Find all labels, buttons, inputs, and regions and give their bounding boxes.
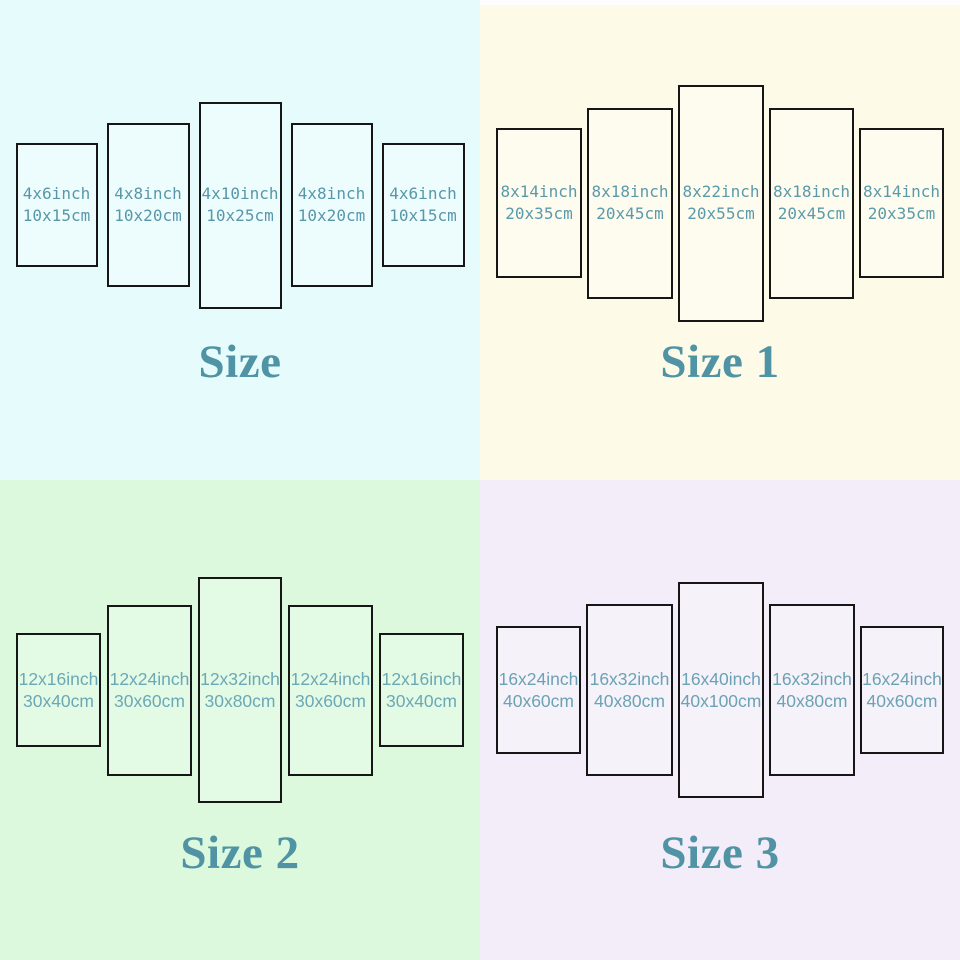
panel-size-cm: 40x60cm bbox=[866, 691, 938, 711]
panel-size-cm: 40x80cm bbox=[593, 691, 665, 711]
top-white-strip bbox=[480, 0, 960, 5]
canvas-panel: 16x32inch 40x80cm bbox=[769, 604, 855, 776]
canvas-panel: 4x6inch 10x15cm bbox=[15, 143, 98, 267]
canvas-panel: 8x18inch 20x45cm bbox=[587, 107, 673, 299]
canvas-panel: 8x14inch 20x35cm bbox=[496, 128, 582, 278]
panel-size-cm: 30x40cm bbox=[22, 691, 94, 711]
panel-size-inch: 4x8inch bbox=[114, 184, 182, 203]
canvas-panel: 8x22inch 20x55cm bbox=[678, 84, 764, 322]
panel-size-inch: 4x8inch bbox=[297, 184, 366, 203]
canvas-panel: 4x8inch 10x20cm bbox=[290, 123, 373, 287]
canvas-panel: 8x14inch 20x35cm bbox=[859, 128, 944, 278]
panel-size-inch: 8x14inch bbox=[500, 182, 578, 201]
panel-size-inch: 16x24inch bbox=[498, 669, 579, 689]
panel-size-inch: 16x32inch bbox=[589, 669, 670, 689]
panel-size-cm: 30x60cm bbox=[294, 691, 366, 711]
panel-size-cm: 40x60cm bbox=[502, 691, 574, 711]
panel-group: 12x16inch 30x40cm 12x24inch 30x60cm 12x3… bbox=[0, 480, 480, 900]
panel-size-cm: 20x35cm bbox=[505, 204, 573, 223]
panel-size-inch: 12x32inch bbox=[200, 669, 280, 689]
quadrant-size-3: 16x24inch 40x60cm 16x32inch 40x80cm 16x4… bbox=[480, 480, 960, 960]
canvas-panel: 12x16inch 30x40cm bbox=[16, 633, 101, 747]
quadrant-size-2: 12x16inch 30x40cm 12x24inch 30x60cm 12x3… bbox=[0, 480, 480, 960]
panel-size-cm: 40x80cm bbox=[776, 691, 848, 711]
panel-size-cm: 20x55cm bbox=[687, 204, 755, 223]
canvas-panel: 12x24inch 30x60cm bbox=[288, 604, 373, 776]
panel-size-inch: 16x32inch bbox=[772, 669, 852, 689]
canvas-panel: 8x18inch 20x45cm bbox=[769, 107, 854, 299]
quadrant-size: 4x6inch 10x15cm 4x8inch 10x20cm 4x10inch… bbox=[0, 0, 480, 480]
panel-size-inch: 4x10inch bbox=[201, 184, 279, 203]
panel-size-cm: 10x15cm bbox=[22, 206, 91, 225]
panel-group: 16x24inch 40x60cm 16x32inch 40x80cm 16x4… bbox=[480, 480, 960, 900]
quadrant-title: Size 3 bbox=[660, 827, 780, 879]
panel-group: 8x14inch 20x35cm 8x18inch 20x45cm 8x22in… bbox=[480, 0, 960, 406]
panel-size-inch: 12x24inch bbox=[290, 669, 371, 689]
panel-size-inch: 8x18inch bbox=[772, 182, 851, 201]
panel-size-inch: 8x22inch bbox=[682, 182, 760, 201]
panel-group: 4x6inch 10x15cm 4x8inch 10x20cm 4x10inch… bbox=[0, 0, 480, 410]
panel-size-inch: 4x6inch bbox=[22, 184, 91, 203]
panel-size-cm: 10x20cm bbox=[297, 206, 366, 225]
canvas-panel: 12x24inch 30x60cm bbox=[107, 604, 192, 776]
panel-size-inch: 16x40inch bbox=[681, 669, 761, 689]
panel-size-inch: 16x24inch bbox=[862, 669, 942, 689]
panel-size-cm: 30x40cm bbox=[385, 691, 457, 711]
panel-size-cm: 30x80cm bbox=[204, 691, 276, 711]
canvas-panel: 16x32inch 40x80cm bbox=[586, 604, 673, 776]
canvas-panel: 12x16inch 30x40cm bbox=[379, 633, 464, 747]
quadrant-size-1: 8x14inch 20x35cm 8x18inch 20x45cm 8x22in… bbox=[480, 0, 960, 480]
quadrant-title: Size 1 bbox=[660, 336, 780, 388]
canvas-panel: 4x8inch 10x20cm bbox=[106, 123, 190, 287]
panel-size-cm: 10x25cm bbox=[206, 206, 274, 225]
quadrant-title: Size bbox=[198, 336, 282, 388]
panel-size-inch: 12x16inch bbox=[381, 669, 462, 689]
panel-size-cm: 30x60cm bbox=[113, 691, 185, 711]
panel-size-cm: 10x20cm bbox=[114, 206, 182, 225]
canvas-panel: 16x24inch 40x60cm bbox=[496, 626, 581, 754]
panel-size-inch: 4x6inch bbox=[389, 184, 457, 203]
canvas-panel: 16x40inch 40x100cm bbox=[678, 582, 764, 798]
canvas-panel: 16x24inch 40x60cm bbox=[860, 626, 944, 754]
canvas-panel: 12x32inch 30x80cm bbox=[198, 577, 282, 803]
panel-size-inch: 8x18inch bbox=[591, 182, 669, 201]
panel-size-inch: 12x24inch bbox=[109, 669, 190, 689]
panel-size-cm: 20x45cm bbox=[777, 204, 846, 223]
panel-size-cm: 20x45cm bbox=[596, 204, 664, 223]
panel-size-inch: 12x16inch bbox=[18, 669, 99, 689]
panel-size-cm: 40x100cm bbox=[680, 691, 762, 711]
panel-size-inch: 8x14inch bbox=[862, 182, 941, 201]
panel-size-cm: 20x35cm bbox=[867, 204, 936, 223]
panel-size-cm: 10x15cm bbox=[389, 206, 457, 225]
canvas-panel: 4x6inch 10x15cm bbox=[381, 143, 465, 267]
quadrant-title: Size 2 bbox=[180, 827, 300, 879]
canvas-panel: 4x10inch 10x25cm bbox=[198, 101, 282, 309]
